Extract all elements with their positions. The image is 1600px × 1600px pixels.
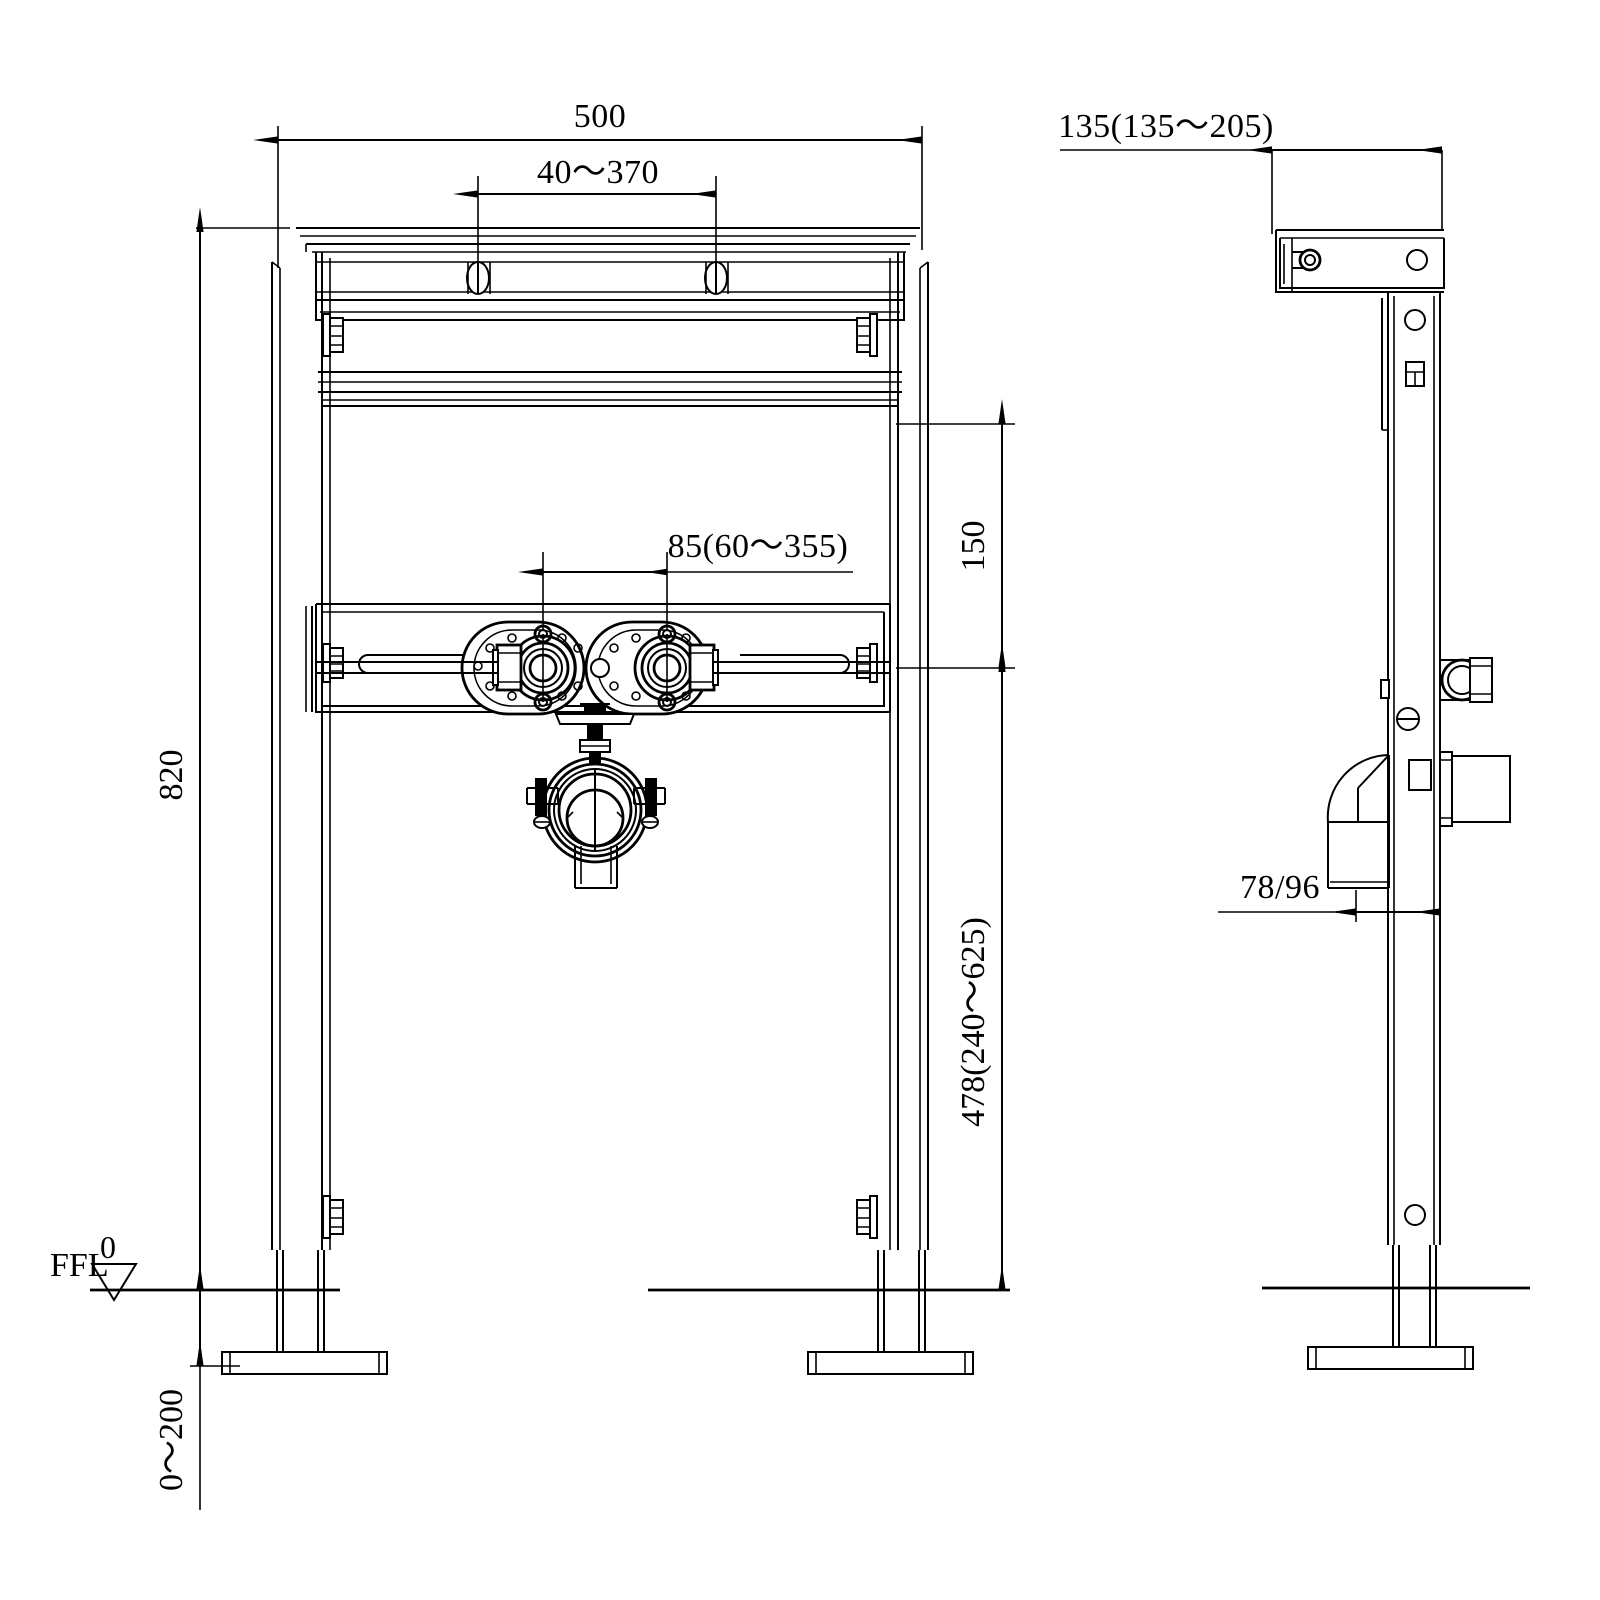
bolt-lower-left (322, 1195, 344, 1239)
dim-label-drain-height: 478(240～625) (955, 917, 992, 1127)
dim-valve-spacing: 85(60～355) (518, 528, 853, 630)
side-drain-elbow (1326, 754, 1390, 889)
dim-overall-height: 820 (153, 207, 290, 1290)
side-upper-fitting (1440, 657, 1493, 703)
rail-centre-hole (590, 658, 610, 678)
side-foot (1307, 1245, 1474, 1370)
side-dimensions: 135(135～205) 78/96 (1058, 108, 1443, 922)
drain-clamp-assembly (526, 703, 666, 889)
bolt-upper-right (856, 313, 878, 357)
dim-tap-hole-spacing: 40～370 (453, 154, 717, 272)
side-screw-detail (1396, 707, 1420, 731)
dim-label-tap-hole-spacing: 40～370 (537, 154, 659, 191)
front-dimensions: 500 40～370 85(60～355) 820 (50, 98, 1015, 1510)
dim-outlet-projection: 78/96 (1218, 826, 1441, 922)
left-post (271, 244, 331, 1250)
side-view-group (1262, 229, 1530, 1370)
dim-foot-adjust: 0～200 (153, 1265, 240, 1510)
ffl-value: 0 (100, 1229, 116, 1265)
valve-assembly-right (584, 620, 890, 716)
right-post (889, 252, 929, 1250)
front-view-group (90, 227, 1010, 1375)
bolt-upper-left (322, 313, 344, 357)
dim-label-rail-offset: 150 (955, 521, 992, 572)
side-top-arm (1275, 229, 1445, 293)
dim-rail-offset: 150 (896, 399, 1015, 669)
rail-slot-right (740, 654, 850, 674)
clamp-ear-left (526, 778, 559, 829)
dim-label-overall-height: 820 (153, 750, 190, 801)
side-left-tab (1380, 679, 1390, 699)
ffl-label: FFL (50, 1247, 109, 1284)
clamp-ear-right (633, 778, 666, 829)
bolt-lower-right (856, 1195, 878, 1239)
dim-label-overall-width: 500 (574, 98, 627, 135)
dim-drain-height: 478(240～625) (955, 647, 1006, 1290)
rail-slot-left (358, 654, 470, 674)
side-lower-fitting (1439, 751, 1511, 827)
dim-overall-width: 500 (253, 98, 923, 268)
dim-label-outlet-projection: 78/96 (1240, 869, 1320, 906)
side-square-port (1408, 759, 1432, 791)
valve-assembly-left (316, 620, 586, 716)
ffl-level-marker: FFL 0 (50, 1229, 138, 1302)
upper-rail-assembly (296, 227, 920, 407)
dim-label-valve-spacing: 85(60～355) (668, 528, 849, 565)
dim-label-foot-adjust: 0～200 (153, 1389, 190, 1491)
foot-left (221, 1250, 388, 1375)
foot-right (807, 1250, 974, 1375)
dim-label-side-depth: 135(135～205) (1058, 108, 1274, 145)
dim-side-depth: 135(135～205) (1058, 108, 1443, 234)
